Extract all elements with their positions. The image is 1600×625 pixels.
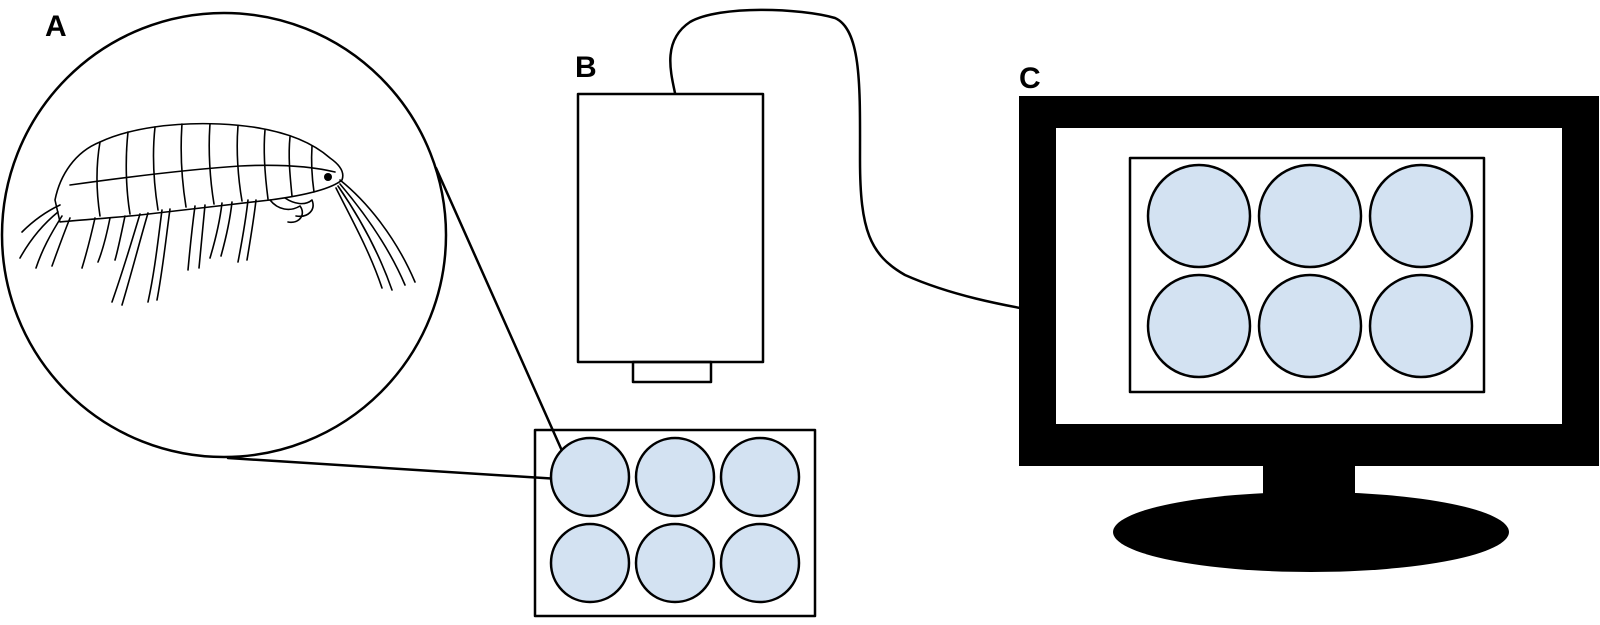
panel-label-b: B — [575, 51, 597, 84]
magnifier-circle — [0, 11, 448, 459]
zoom-line-lower — [226, 456, 577, 482]
camera-cable — [669, 8, 1056, 316]
screen-well-r2-c3 — [1368, 273, 1474, 379]
plate-well-r1-c1 — [549, 436, 631, 518]
camera-body — [576, 92, 765, 364]
panel-label-c: C — [1019, 62, 1041, 95]
screen-plate-outline — [1128, 156, 1486, 394]
screen-well-r2-c1 — [1146, 273, 1252, 379]
six-well-plate-icon — [533, 428, 817, 618]
camera-icon — [576, 92, 765, 384]
monitor-icon — [1019, 96, 1599, 572]
plate-well-r2-c1 — [549, 522, 631, 604]
plate-well-r1-c2 — [634, 436, 716, 518]
camera-lens — [631, 360, 713, 384]
amphipod-icon — [19, 122, 416, 306]
plate-well-r1-c3 — [719, 436, 801, 518]
plate-well-r2-c2 — [634, 522, 716, 604]
plate-wells — [549, 436, 801, 604]
screen-wells — [1146, 163, 1474, 379]
plate-outline — [533, 428, 817, 618]
magnifier-group — [0, 11, 577, 482]
screen-well-r1-c1 — [1146, 163, 1252, 269]
screen-well-r1-c2 — [1257, 163, 1363, 269]
screen-well-r1-c3 — [1368, 163, 1474, 269]
monitor-stand — [1113, 492, 1509, 572]
panel-label-a: A — [45, 10, 67, 43]
plate-well-r2-c3 — [719, 522, 801, 604]
screen-well-r2-c2 — [1257, 273, 1363, 379]
zoom-line-upper — [434, 166, 577, 482]
